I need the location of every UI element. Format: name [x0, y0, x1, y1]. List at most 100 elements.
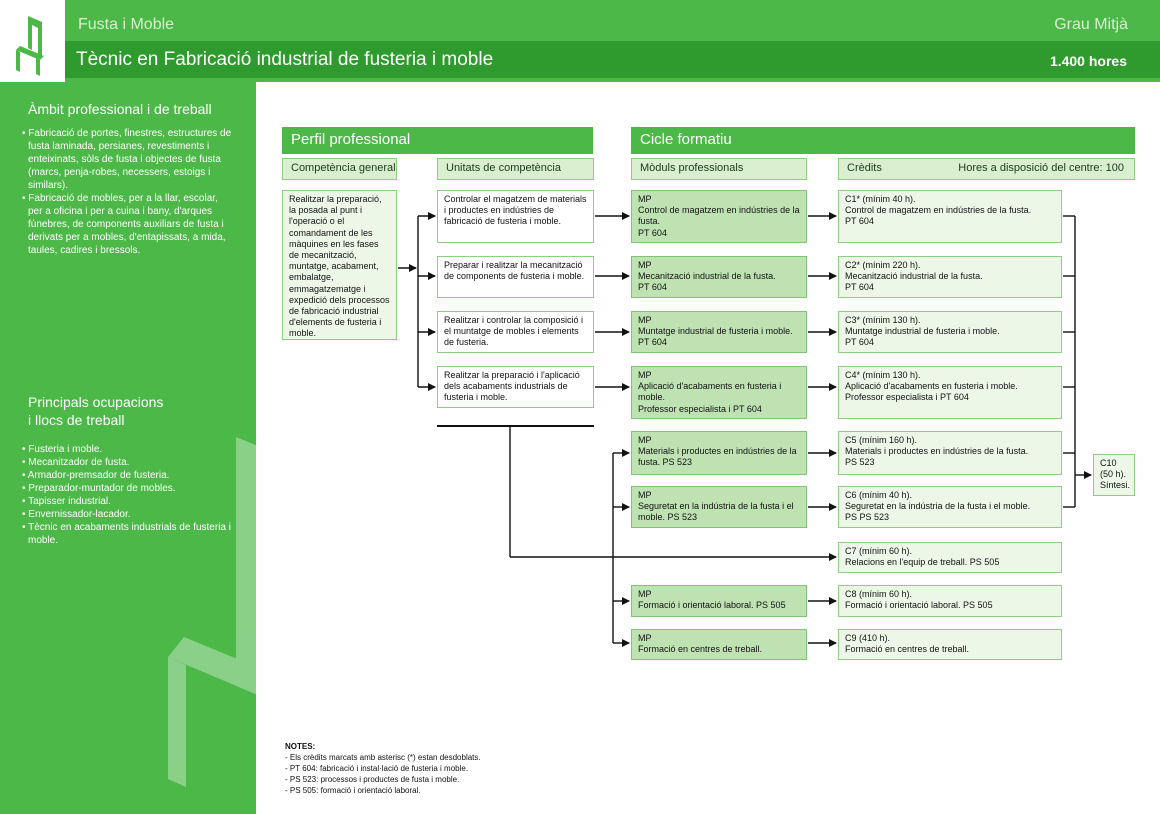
credit-head: C9 (410 h).: [845, 633, 891, 643]
credit-head: C4* (mínim 130 h).: [845, 370, 921, 380]
credit-head: C6 (mínim 40 h).: [845, 490, 913, 500]
note-line: - PS 523: processos i productes de fusta…: [285, 775, 460, 784]
credit-box: C4* (mínim 130 h). Aplicació d'acabament…: [838, 366, 1062, 419]
modul-box: MP Control de magatzem en indústries de …: [631, 190, 807, 243]
modul-tag: MP: [638, 589, 652, 599]
perfil-header: Perfil professional: [282, 127, 593, 154]
credit-head: C8 (mínim 60 h).: [845, 589, 913, 599]
modul-ref: PT 604: [638, 282, 667, 293]
modul-tag: MP: [638, 633, 652, 643]
list-item: • Preparador-muntador de mobles.: [22, 483, 176, 494]
credit-head: C10: [1100, 458, 1117, 468]
unitat-box: Controlar el magatzem de materials i pro…: [437, 190, 594, 243]
logo: [0, 0, 65, 82]
list-item: • Envernissador-lacador.: [22, 509, 131, 520]
note-line: - PS 505: formació i orientació laboral.: [285, 786, 421, 795]
credit-text: Seguretat en la indústria de la fusta i …: [845, 501, 1031, 512]
list-item: • Fabricació de portes, finestres, estru…: [22, 128, 232, 191]
credit-box: C9 (410 h). Formació en centres de treba…: [838, 629, 1062, 660]
credit-c10-box: C10 (50 h). Síntesi.: [1093, 454, 1135, 496]
modul-tag: MP: [638, 315, 652, 325]
list-item: • Fusteria i moble.: [22, 444, 103, 455]
credit-box: C1* (mínim 40 h). Control de magatzem en…: [838, 190, 1062, 243]
credits-header-label: Crèdits: [847, 162, 882, 174]
credit-box: C7 (mínim 60 h). Relacions en l'equip de…: [838, 542, 1062, 573]
credit-ref: PT 604: [845, 337, 874, 348]
credit-text: Relacions en l'equip de treball. PS 505: [845, 557, 1000, 568]
credit-ref: PT 604: [845, 216, 874, 227]
list-item: • Armador-premsador de fusteria.: [22, 470, 170, 481]
modul-text: Control de magatzem en indústries de la …: [638, 205, 800, 227]
credit-text: Aplicació d'acabaments en fusteria i mob…: [845, 381, 1018, 392]
modul-tag: MP: [638, 435, 652, 445]
modul-box: MP Formació en centres de treball.: [631, 629, 807, 660]
note-line: - PT 604: fabricació i instal·lació de f…: [285, 764, 469, 773]
modul-box: MP Muntatge industrial de fusteria i mob…: [631, 311, 807, 353]
modul-text: Formació i orientació laboral. PS 505: [638, 600, 786, 611]
credit-head: C5 (mínim 160 h).: [845, 435, 918, 445]
competencia-general-box: Realitzar la preparació, la posada al pu…: [282, 190, 397, 340]
competencia-header: Competència general: [282, 158, 397, 180]
unitat-box: Realitzar la preparació i l'aplicació de…: [437, 366, 594, 408]
credit-head: C7 (mínim 60 h).: [845, 546, 913, 556]
list-item: • Fabricació de mobles, per a la llar, e…: [22, 193, 226, 256]
credit-text: Formació i orientació laboral. PS 505: [845, 600, 993, 611]
credit-ref: Professor especialista i PT 604: [845, 392, 969, 403]
credit-text: Síntesi.: [1100, 480, 1131, 491]
ambit-title: Àmbit professional i de treball: [28, 101, 212, 117]
sidebar: Àmbit professional i de treball • Fabric…: [0, 82, 256, 814]
moduls-header: Mòduls professionals: [631, 158, 807, 180]
credit-ref: PT 604: [845, 282, 874, 293]
title-bar: [65, 41, 1160, 78]
credit-head: C2* (mínim 220 h).: [845, 260, 921, 270]
credit-ref: PS PS 523: [845, 512, 890, 523]
brand-label: Fusta i Moble: [78, 16, 175, 33]
credit-text: Mecanització industrial de la fusta.: [845, 271, 983, 282]
hours-label: 1.400 hores: [1049, 53, 1127, 69]
modul-text: Seguretat en la indústria de la fusta i …: [638, 501, 794, 523]
credit-ref: PS 523: [845, 457, 875, 468]
credit-head: C1* (mínim 40 h).: [845, 194, 916, 204]
credits-header: Crèdits Hores a disposició del centre: 1…: [838, 158, 1135, 180]
modul-ref: PT 604: [638, 227, 667, 238]
credit-hours: (50 h).: [1100, 469, 1127, 480]
note-line: - Els crèdits marcats amb asterisc (*) e…: [285, 753, 481, 762]
ocupacions-title: Principals ocupacions i llocs de treball: [28, 393, 163, 429]
notes-title: NOTES:: [285, 742, 316, 751]
unitats-header: Unitats de competència: [437, 158, 594, 180]
credit-box: C3* (mínim 130 h). Muntatge industrial d…: [838, 311, 1062, 353]
modul-text: Aplicació d'acabaments en fusteria i mob…: [638, 381, 782, 403]
ambit-list: • Fabricació de portes, finestres, estru…: [22, 127, 234, 257]
level-label: Grau Mitjà: [1054, 16, 1128, 33]
modul-text: Muntatge industrial de fusteria i moble.…: [638, 326, 793, 348]
credit-text: Formació en centres de treball.: [845, 644, 970, 655]
modul-tag: MP: [638, 370, 652, 380]
cicle-header: Cicle formatiu: [631, 127, 1135, 154]
page-title: Tècnic en Fabricació industrial de fuste…: [76, 49, 494, 70]
unitat-box: Preparar i realitzar la mecanització de …: [437, 256, 594, 298]
list-item: • Tapisser industrial.: [22, 496, 111, 507]
modul-tag: MP: [638, 490, 652, 500]
modul-box: MP Materials i productes en indústries d…: [631, 431, 807, 475]
chair-logo-icon: [16, 16, 44, 76]
credit-text: Materials i productes en indústries de l…: [845, 446, 1029, 457]
modul-box: MP Formació i orientació laboral. PS 505: [631, 585, 807, 617]
unitat-box: Realitzar i controlar la composició i el…: [437, 311, 594, 353]
credit-box: C6 (mínim 40 h). Seguretat en la indústr…: [838, 486, 1062, 528]
list-item: • Tècnic en acabaments industrials de fu…: [22, 522, 231, 546]
ocupacions-title-line1: Principals ocupacions: [28, 394, 164, 410]
credit-head: C3* (mínim 130 h).: [845, 315, 921, 325]
modul-box: MP Seguretat en la indústria de la fusta…: [631, 486, 807, 528]
modul-box: MP Aplicació d'acabaments en fusteria i …: [631, 366, 807, 419]
modul-box: MP Mecanització industrial de la fusta. …: [631, 256, 807, 298]
credit-box: C8 (mínim 60 h). Formació i orientació l…: [838, 585, 1062, 617]
modul-text: Materials i productes en indústries de l…: [638, 446, 797, 468]
modul-tag: MP: [638, 194, 652, 204]
list-item: • Mecanitzador de fusta.: [22, 457, 130, 468]
hores-centre-label: Hores a disposició del centre: 100: [958, 162, 1124, 174]
credit-box: C2* (mínim 220 h). Mecanització industri…: [838, 256, 1062, 298]
modul-text: Formació en centres de treball.: [638, 644, 763, 655]
credit-text: Control de magatzem en indústries de la …: [845, 205, 1032, 216]
modul-text: Mecanització industrial de la fusta.: [638, 271, 776, 282]
